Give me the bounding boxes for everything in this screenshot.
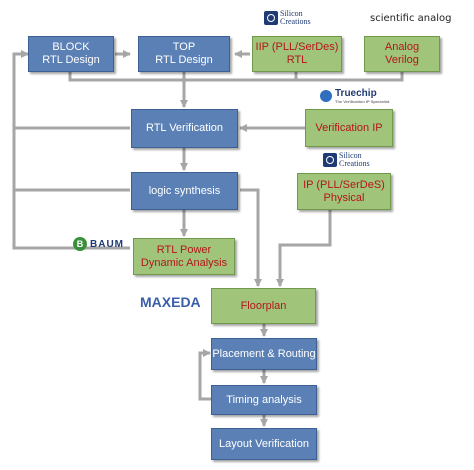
floorplan-label: Floorplan [240,299,287,312]
ip-physical-line1: IP (PLL/SerDeS) [303,178,385,191]
placement-routing-box: Placement & Routing [211,338,317,370]
top-rtl-line1: TOP [172,41,196,53]
analog-verilog-line1: Analog [384,41,420,53]
truechip-logo: Truechip The Verification IP Specialist [320,88,389,104]
layout-verification-label: Layout Verification [219,437,309,450]
iip-rtl-line1: IIP (PLL/SerDes) [255,41,339,53]
verification-ip-label: Verification IP [315,121,383,134]
silicon-creations-logo-mid: Silicon Creations [323,152,377,168]
edge-ipphys-to-floorplan [276,210,332,287]
silicon-creations-icon [323,153,337,167]
logic-synthesis-box: logic synthesis [131,172,238,210]
block-rtl-design-box: BLOCK RTL Design [28,36,114,72]
rtl-verification-label: RTL Verification [145,122,224,134]
iip-rtl-box: IIP (PLL/SerDes) RTL [252,36,342,72]
scientific-analog-text: scientific analog [370,13,452,24]
silicon-creations-text: Silicon Creations [339,151,370,168]
analog-verilog-line2: Verilog [385,54,419,66]
edge-timing-loop [198,349,211,401]
analog-verilog-box: Analog Verilog [364,36,440,72]
floorplan-box: Floorplan [211,288,316,324]
timing-analysis-box: Timing analysis [211,385,317,415]
rtl-power-line1: RTL Power [156,243,212,256]
placement-routing-label: Placement & Routing [212,347,316,360]
silicon-creations-icon [264,11,278,25]
logic-synthesis-label: logic synthesis [148,184,221,197]
baum-icon: B [73,237,87,251]
layout-verification-box: Layout Verification [211,428,317,460]
edge-bus-top-row [68,72,404,82]
baum-logo: B BAUM [73,237,124,251]
baum-text: BAUM [90,238,124,250]
rtl-verification-box: RTL Verification [131,109,238,148]
block-rtl-line1: BLOCK [52,41,90,53]
top-rtl-line2: RTL Design [155,54,213,66]
scientific-analog-logo: scientific analog [370,13,452,24]
truechip-icon [320,90,332,102]
ip-physical-line2: Physical [323,191,365,204]
iip-rtl-line2: RTL [286,54,308,66]
truechip-text: Truechip [335,88,377,99]
silicon-creations-text: Silicon Creations [280,9,311,26]
edge-feedback-loop [12,50,130,250]
edge-synth-to-floorplan [240,188,262,287]
truechip-tagline: The Verification IP Specialist [335,99,390,104]
rtl-power-line2: Dynamic Analysis [140,256,228,269]
silicon-creations-logo-top: Silicon Creations [264,10,318,26]
ip-physical-box: IP (PLL/SerDeS) Physical [297,173,391,210]
block-rtl-line2: RTL Design [42,54,100,66]
maxeda-logo: MAXEDA [140,294,201,310]
verification-ip-box: Verification IP [305,109,393,147]
rtl-power-box: RTL Power Dynamic Analysis [133,238,235,275]
timing-analysis-label: Timing analysis [226,393,302,406]
top-rtl-design-box: TOP RTL Design [138,36,230,72]
